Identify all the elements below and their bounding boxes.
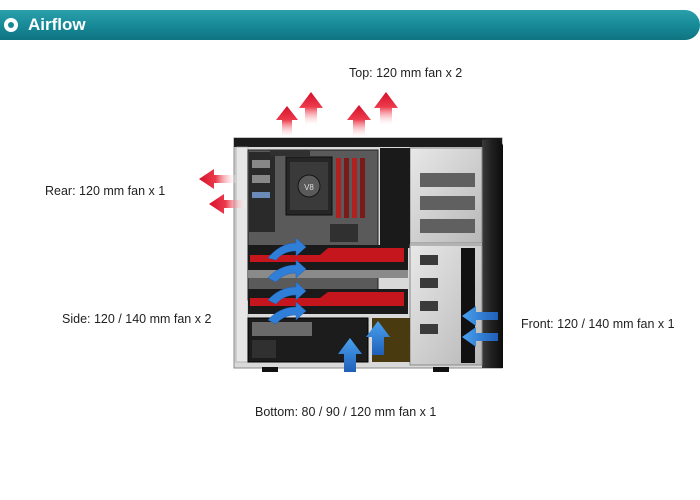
section-title: Airflow: [28, 15, 86, 34]
label-side-fans: Side: 120 / 140 mm fan x 2: [62, 312, 212, 326]
drive-bays: [380, 147, 483, 366]
label-top-fans: Top: 120 mm fan x 2: [349, 66, 463, 80]
side-intake-arrows: [267, 237, 307, 325]
svg-text:V8: V8: [304, 183, 314, 192]
top-exhaust-arrows: [276, 92, 398, 137]
label-bottom-fan: Bottom: 80 / 90 / 120 mm fan x 1: [255, 405, 437, 419]
rear-exhaust-arrows: [199, 169, 246, 214]
label-rear-fan: Rear: 120 mm fan x 1: [45, 184, 166, 198]
front-intake-arrows: [462, 306, 498, 347]
graphics-cards: [248, 245, 408, 314]
section-header: Airflow: [0, 10, 700, 40]
bullet-icon: [4, 18, 18, 32]
label-front-fan: Front: 120 / 140 mm fan x 1: [521, 317, 675, 331]
bottom-intake-arrows: [338, 321, 390, 372]
power-supply: [247, 317, 410, 363]
